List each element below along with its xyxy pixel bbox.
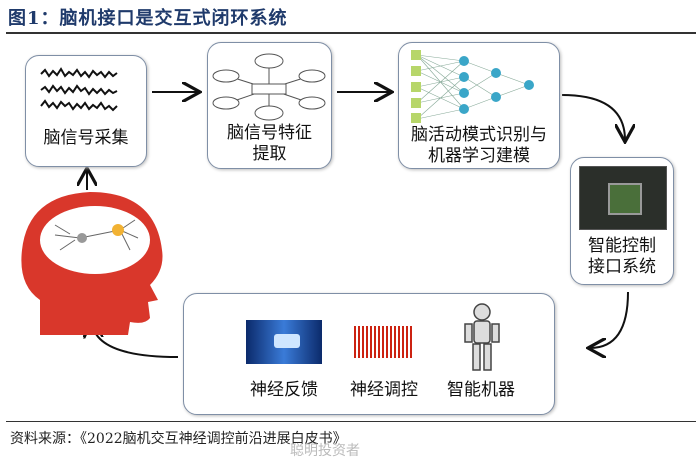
label-neurofeedback: 神经反馈 <box>250 380 318 400</box>
divider <box>6 421 696 422</box>
label-interface-2: 接口系统 <box>588 257 656 277</box>
box-feature-extraction: 脑信号特征 提取 <box>207 42 332 169</box>
label-feature-1: 脑信号特征 <box>227 123 312 143</box>
label-acquisition: 脑信号采集 <box>43 128 129 148</box>
box-control-interface: 智能控制 接口系统 <box>570 157 674 285</box>
label-intelligent-machine: 智能机器 <box>447 380 515 400</box>
source-note: 资料来源：《2022脑机交互神经调控前沿进展白皮书》 <box>10 431 347 447</box>
divider <box>6 32 696 34</box>
box-pattern-recognition: 脑活动模式识别与 机器学习建模 <box>398 42 560 169</box>
box-signal-acquisition: 脑信号采集 <box>25 55 147 167</box>
robot-icon <box>464 303 500 371</box>
chip-board-icon <box>579 166 667 230</box>
neural-network-icon <box>411 50 534 123</box>
arrow-3 <box>561 94 625 140</box>
feature-mindmap-icon <box>212 53 326 121</box>
arrow-4 <box>590 291 629 348</box>
label-feature-2: 提取 <box>252 144 287 164</box>
label-recognition-1: 脑活动模式识别与 <box>411 125 547 145</box>
watermark: 聪明投资者 <box>290 443 360 459</box>
label-neuromodulation: 神经调控 <box>350 380 418 400</box>
eeg-waves-icon <box>40 67 118 112</box>
label-interface-1: 智能控制 <box>588 236 656 256</box>
label-recognition-2: 机器学习建模 <box>428 146 530 166</box>
neurofeedback-image <box>246 320 322 364</box>
figure-title: 图1：脑机接口是交互式闭环系统 <box>8 8 288 29</box>
box-outputs: 神经反馈 神经调控 智能机器 <box>183 293 555 415</box>
neuromodulation-waves-icon <box>354 326 412 358</box>
arrow-5 <box>92 322 179 358</box>
